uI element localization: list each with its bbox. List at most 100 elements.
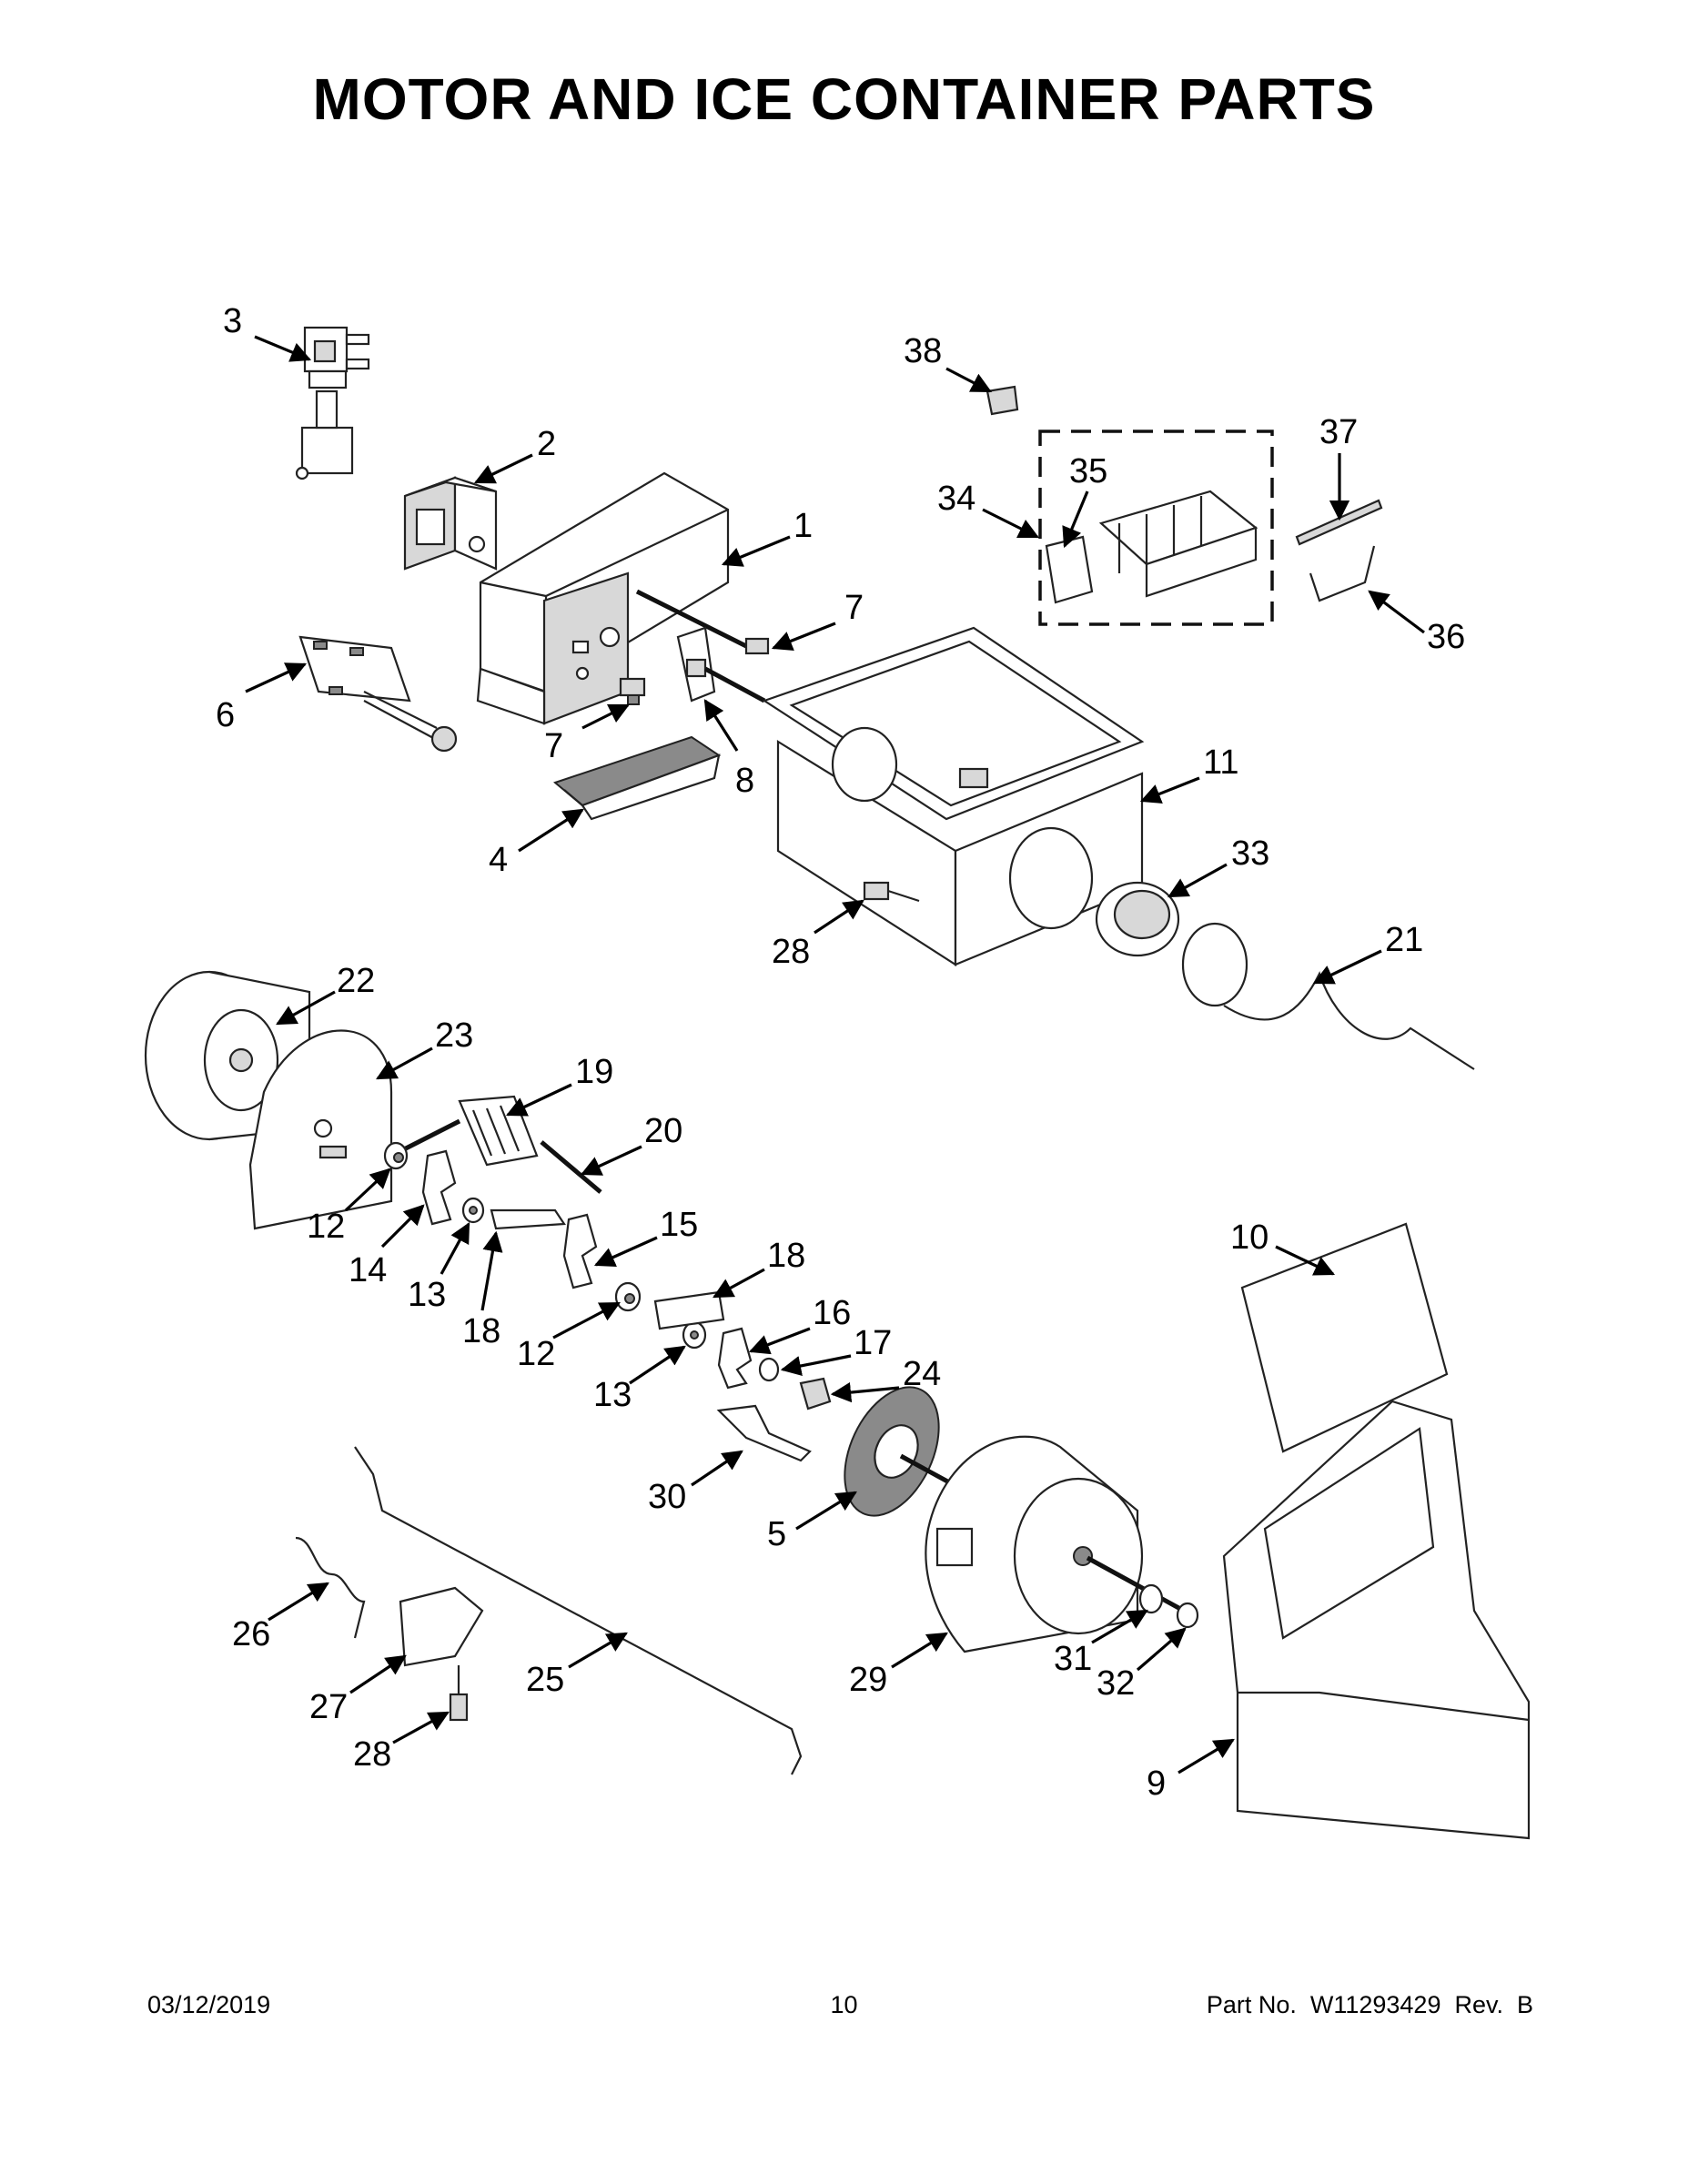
callout-17: 17 bbox=[780, 1324, 892, 1377]
callout-36: 36 bbox=[1368, 590, 1465, 656]
svg-text:2: 2 bbox=[537, 425, 556, 463]
callout-10: 10 bbox=[1230, 1218, 1336, 1276]
callout-19: 19 bbox=[505, 1053, 613, 1117]
callout-2: 2 bbox=[473, 425, 556, 484]
callout-11: 11 bbox=[1139, 743, 1238, 804]
svg-text:4: 4 bbox=[489, 841, 508, 879]
part-16-blade bbox=[717, 1327, 753, 1390]
svg-text:10: 10 bbox=[1230, 1218, 1269, 1257]
callout-13-left: 13 bbox=[408, 1222, 470, 1314]
callout-13-right: 13 bbox=[593, 1345, 686, 1414]
svg-text:28: 28 bbox=[772, 933, 810, 971]
footer-part-number: Part No. W11293429 Rev. B bbox=[1206, 1991, 1533, 2018]
part-18-cutter-left bbox=[490, 1208, 566, 1230]
part-37-sensor-bar bbox=[1295, 499, 1383, 546]
part-24-nut bbox=[799, 1377, 832, 1410]
svg-text:5: 5 bbox=[767, 1515, 786, 1553]
part-6-heater bbox=[298, 635, 458, 753]
part-13-washer-left bbox=[461, 1197, 485, 1224]
part-36-wire-arm bbox=[1309, 545, 1376, 602]
part-25-plate bbox=[354, 1446, 803, 1775]
svg-text:13: 13 bbox=[593, 1376, 632, 1414]
svg-text:34: 34 bbox=[937, 480, 975, 518]
part-10-door bbox=[1240, 1222, 1449, 1453]
part-38-clip bbox=[986, 385, 1019, 416]
svg-text:22: 22 bbox=[337, 962, 375, 1000]
callout-18-left: 18 bbox=[462, 1230, 503, 1350]
part-32-washer bbox=[1176, 1602, 1199, 1629]
part-1-bracket bbox=[476, 471, 730, 725]
svg-text:13: 13 bbox=[408, 1276, 446, 1314]
part-13-washer-right bbox=[682, 1320, 707, 1350]
svg-text:26: 26 bbox=[232, 1615, 270, 1653]
svg-text:35: 35 bbox=[1069, 452, 1107, 490]
callout-38: 38 bbox=[904, 332, 992, 393]
svg-text:8: 8 bbox=[735, 762, 754, 800]
svg-text:28: 28 bbox=[353, 1735, 391, 1774]
callout-37: 37 bbox=[1319, 413, 1358, 521]
part-4-actuator bbox=[552, 735, 722, 821]
svg-text:11: 11 bbox=[1203, 743, 1238, 782]
callout-27: 27 bbox=[309, 1654, 407, 1726]
svg-text:21: 21 bbox=[1385, 921, 1423, 959]
callout-28-lower: 28 bbox=[353, 1711, 450, 1774]
part-31-washer bbox=[1138, 1583, 1164, 1614]
part-30-paddle bbox=[716, 1404, 812, 1462]
callout-7-upper: 7 bbox=[771, 589, 864, 651]
svg-text:30: 30 bbox=[648, 1478, 686, 1516]
callout-18-right: 18 bbox=[713, 1237, 805, 1299]
part-19-comb bbox=[399, 1095, 539, 1167]
svg-text:7: 7 bbox=[844, 589, 864, 627]
svg-text:1: 1 bbox=[793, 507, 813, 545]
part-2-housing bbox=[403, 476, 498, 571]
callout-9: 9 bbox=[1147, 1738, 1235, 1803]
footer-page-number: 10 bbox=[830, 1991, 858, 2018]
svg-text:32: 32 bbox=[1097, 1664, 1135, 1703]
svg-text:15: 15 bbox=[660, 1206, 698, 1244]
callout-23: 23 bbox=[376, 1016, 473, 1080]
callout-1: 1 bbox=[721, 507, 813, 567]
callout-31: 31 bbox=[1054, 1609, 1148, 1678]
callout-24: 24 bbox=[830, 1355, 941, 1403]
part-14-blade bbox=[421, 1149, 457, 1226]
callout-3: 3 bbox=[223, 302, 312, 362]
svg-text:20: 20 bbox=[644, 1112, 682, 1150]
svg-text:37: 37 bbox=[1319, 413, 1358, 451]
svg-text:9: 9 bbox=[1147, 1764, 1166, 1803]
callout-12-left: 12 bbox=[307, 1168, 391, 1246]
part-7-screw-upper bbox=[635, 589, 770, 655]
callout-5: 5 bbox=[767, 1491, 857, 1553]
callout-25: 25 bbox=[526, 1632, 628, 1699]
svg-text:6: 6 bbox=[216, 696, 235, 734]
part-21-wire bbox=[1181, 922, 1475, 1070]
page-title: MOTOR AND ICE CONTAINER PARTS bbox=[312, 66, 1376, 132]
part-27-bracket bbox=[399, 1586, 484, 1667]
callout-21: 21 bbox=[1312, 921, 1423, 985]
callout-15: 15 bbox=[593, 1206, 698, 1267]
svg-text:18: 18 bbox=[462, 1312, 500, 1350]
part-15-blade bbox=[562, 1213, 598, 1289]
callout-16: 16 bbox=[748, 1294, 851, 1355]
callout-7-lower: 7 bbox=[544, 703, 631, 765]
part-28-screw-upper bbox=[863, 881, 920, 903]
part-5-plate bbox=[844, 1386, 953, 1517]
svg-text:12: 12 bbox=[307, 1208, 345, 1246]
svg-text:16: 16 bbox=[813, 1294, 851, 1332]
svg-text:29: 29 bbox=[849, 1661, 887, 1699]
svg-text:33: 33 bbox=[1231, 834, 1269, 873]
part-33-bearing bbox=[1095, 881, 1180, 957]
part-34-icemaker-assembly-outline bbox=[1038, 430, 1274, 626]
svg-text:17: 17 bbox=[854, 1324, 892, 1362]
part-29-motor bbox=[925, 1435, 1194, 1653]
svg-text:19: 19 bbox=[575, 1053, 613, 1091]
svg-text:38: 38 bbox=[904, 332, 942, 370]
callout-8: 8 bbox=[703, 699, 754, 800]
part-3-valve bbox=[295, 326, 370, 480]
callout-4: 4 bbox=[489, 808, 584, 879]
svg-text:27: 27 bbox=[309, 1688, 348, 1726]
callout-6: 6 bbox=[216, 662, 308, 734]
svg-text:3: 3 bbox=[223, 302, 242, 340]
part-35-icemaker bbox=[1045, 490, 1258, 604]
part-26-spring bbox=[295, 1536, 366, 1639]
